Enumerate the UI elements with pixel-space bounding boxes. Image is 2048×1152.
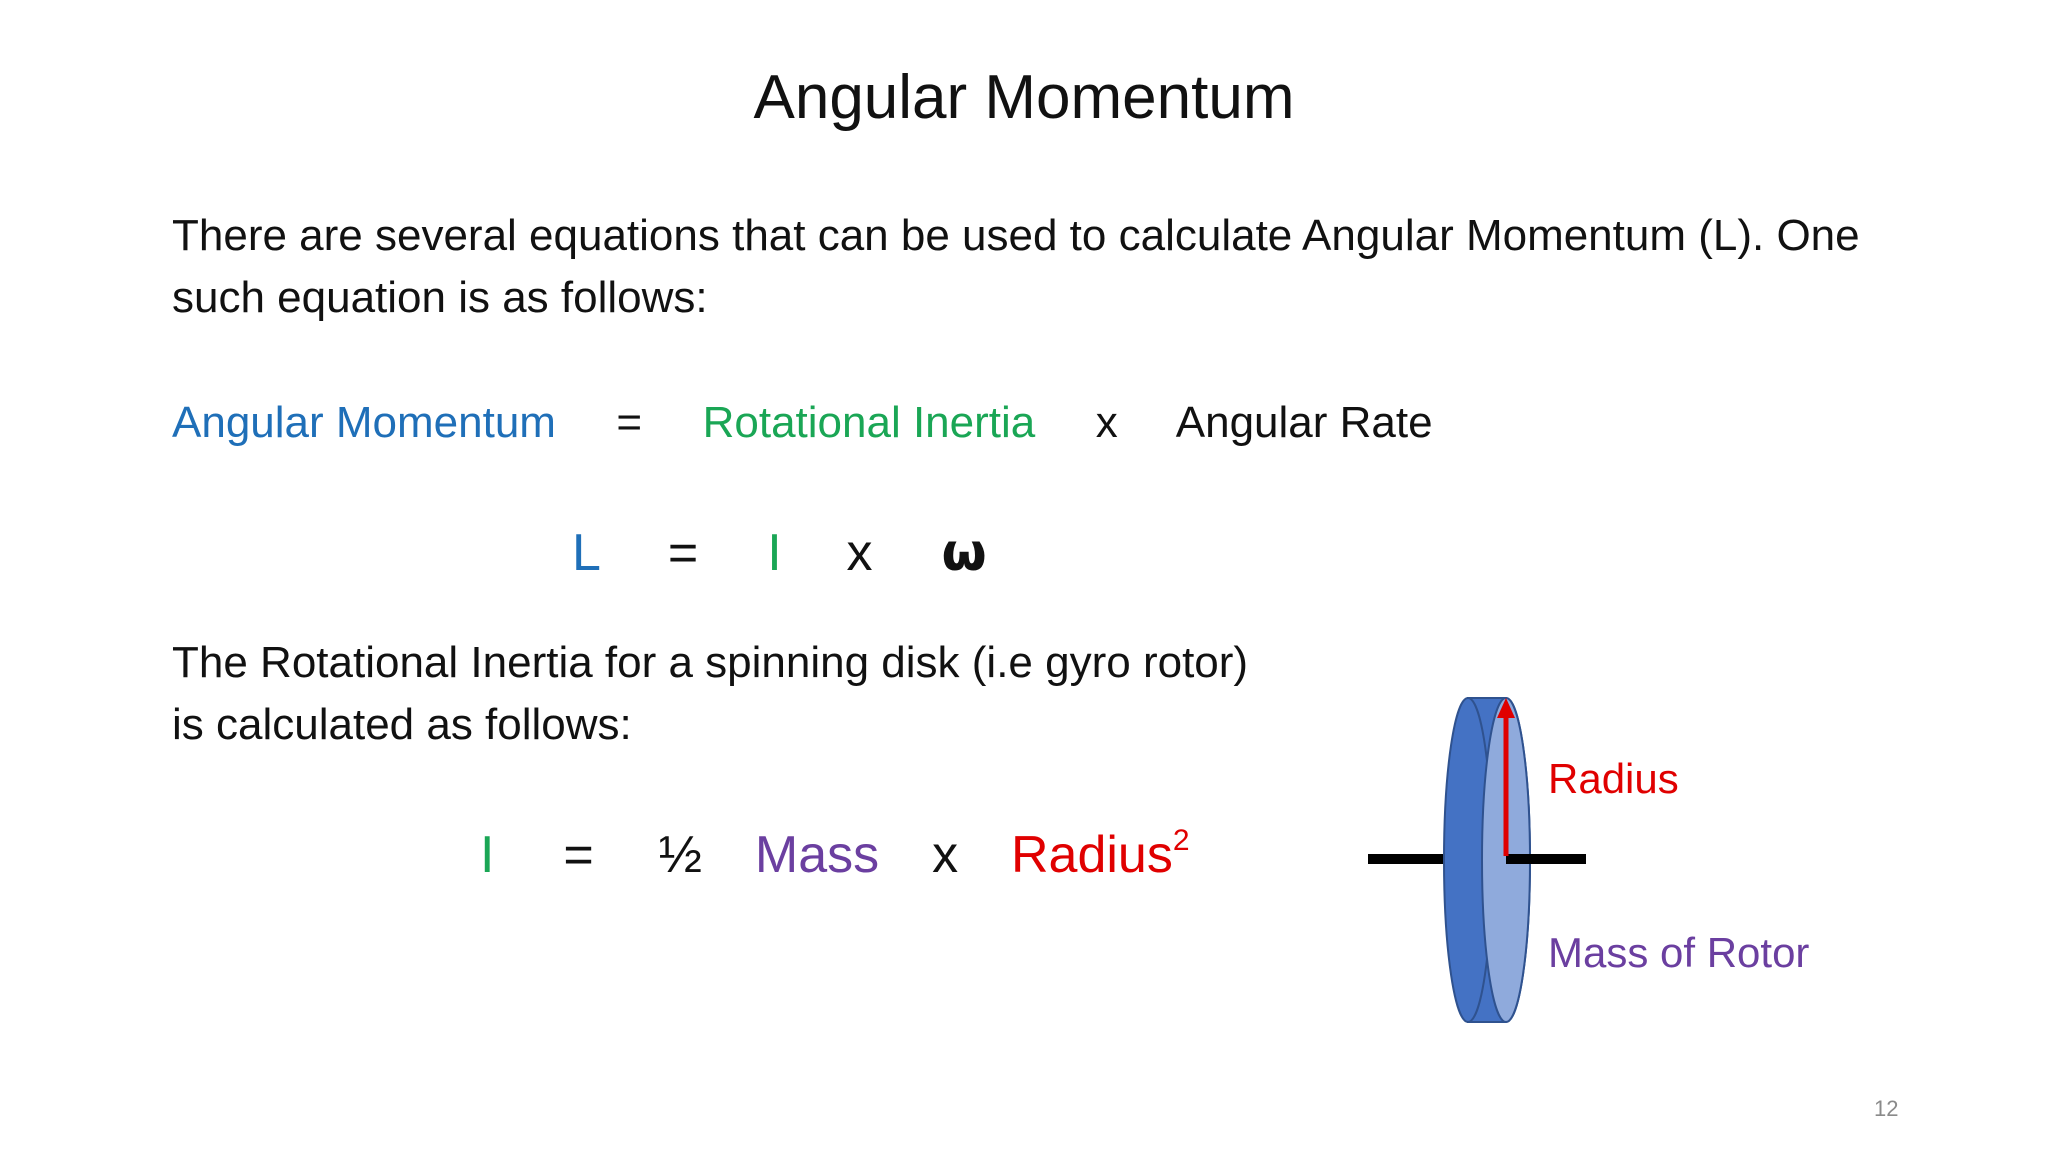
inertia-mass: Mass xyxy=(754,826,880,884)
inertia-radius-exponent: 2 xyxy=(1172,824,1190,857)
mass-of-rotor-label: Mass of Rotor xyxy=(1548,929,1810,976)
rotational-inertia-term: Rotational Inertia xyxy=(702,398,1036,447)
radius-label: Radius xyxy=(1548,755,1679,802)
inertia-equals: = xyxy=(563,826,594,884)
axle-left xyxy=(1368,854,1444,864)
symbol-i: I xyxy=(767,524,782,582)
equals-sign: = xyxy=(616,398,643,447)
radius-arrow-head xyxy=(1497,698,1515,718)
symbol-l: L xyxy=(572,524,599,582)
word-equation: Angular Momentum = Rotational Inertia x … xyxy=(172,392,1433,454)
gyro-rotor-diagram xyxy=(1368,697,1586,1023)
symbol-omega: ω xyxy=(941,523,987,583)
angular-rate-term: Angular Rate xyxy=(1175,398,1433,447)
symbol-equals: = xyxy=(667,524,699,582)
inertia-radius-word: Radius xyxy=(1010,826,1173,884)
symbol-times: x xyxy=(846,524,873,582)
inertia-radius: Radius2 xyxy=(1010,824,1190,885)
disk-paragraph: The Rotational Inertia for a spinning di… xyxy=(172,638,1249,749)
inertia-times: x xyxy=(932,826,959,884)
axle-right xyxy=(1506,854,1586,864)
inertia-equation: I = ½ Mass x Radius2 xyxy=(480,820,1190,890)
inertia-half: ½ xyxy=(658,826,703,884)
times-sign: x xyxy=(1095,398,1118,447)
symbol-equation: L = I x ω xyxy=(572,518,987,588)
slide-title: Angular Momentum xyxy=(753,63,1295,132)
angular-momentum-term: Angular Momentum xyxy=(172,398,556,447)
intro-paragraph: There are several equations that can be … xyxy=(172,211,1860,322)
inertia-i: I xyxy=(480,826,495,884)
page-number: 12 xyxy=(1874,1096,1899,1121)
